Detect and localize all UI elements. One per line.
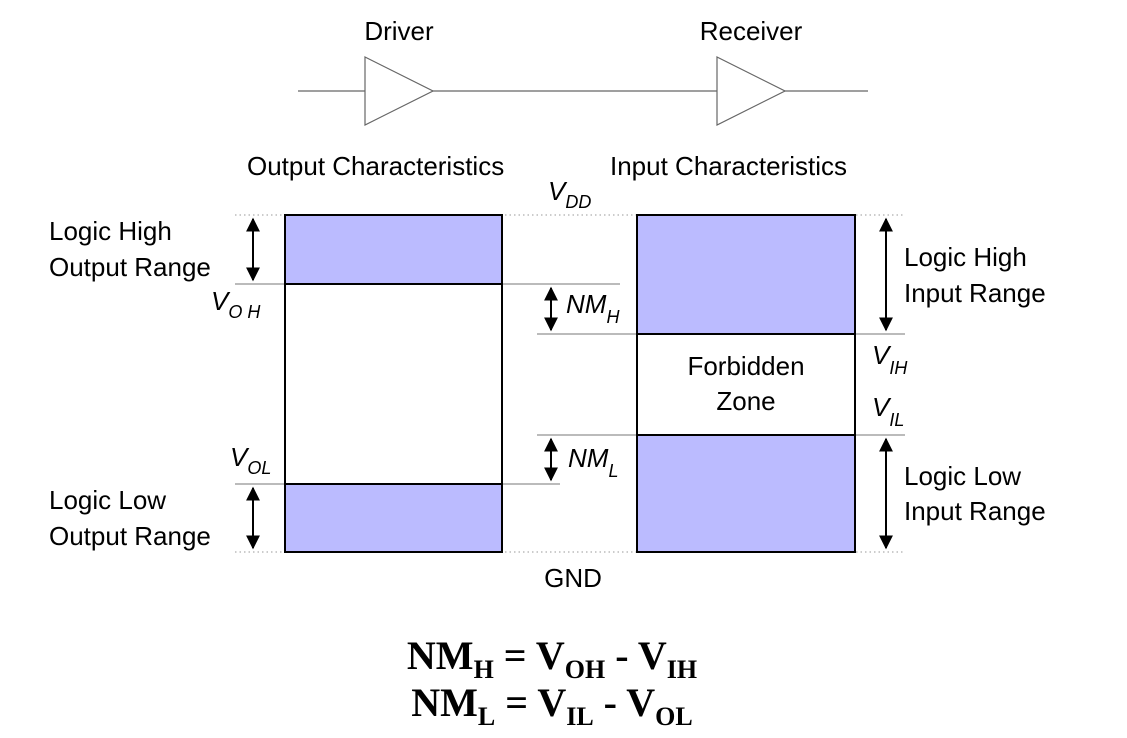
- input-low-label-line1: Logic Low: [904, 461, 1021, 491]
- signal-path: Driver Receiver: [298, 16, 868, 126]
- receiver-buffer: [716, 56, 787, 126]
- output-high-label-line1: Logic High: [49, 216, 172, 246]
- input-low-range: [636, 434, 856, 553]
- forbidden-zone-line2: Zone: [716, 386, 775, 416]
- driver-buffer: [364, 56, 435, 126]
- receiver-label: Receiver: [700, 16, 803, 46]
- input-characteristics-title: Input Characteristics: [610, 151, 847, 181]
- output-low-label-line2: Output Range: [49, 521, 211, 551]
- driver-label: Driver: [364, 16, 434, 46]
- output-high-label-line2: Output Range: [49, 252, 211, 282]
- equation-nmh: NMH = VOH - VIH: [407, 633, 697, 684]
- input-column: Forbidden Zone: [636, 214, 856, 553]
- vdd-label: VDD: [548, 176, 591, 212]
- forbidden-zone-line1: Forbidden: [687, 351, 804, 381]
- output-low-label-line1: Logic Low: [49, 485, 166, 515]
- input-high-label-line2: Input Range: [904, 278, 1046, 308]
- input-high-range: [636, 214, 856, 335]
- output-column: [284, 214, 503, 553]
- nml-label: NML: [568, 443, 618, 481]
- output-characteristics-title: Output Characteristics: [247, 151, 504, 181]
- input-high-label-line1: Logic High: [904, 242, 1027, 272]
- vil-label: VIL: [872, 392, 904, 430]
- voh-label: VO H: [211, 286, 261, 322]
- output-undefined-band: [284, 283, 503, 485]
- range-arrows: [246, 217, 893, 550]
- vol-label: VOL: [230, 442, 271, 478]
- output-high-range: [284, 214, 503, 285]
- nmh-label: NMH: [566, 289, 620, 327]
- forbidden-zone: [636, 333, 856, 436]
- output-low-range: [284, 483, 503, 553]
- input-low-label-line2: Input Range: [904, 496, 1046, 526]
- equation-nml: NML = VIL - VOL: [411, 680, 693, 731]
- gnd-label: GND: [544, 563, 602, 593]
- vih-label: VIH: [872, 340, 908, 378]
